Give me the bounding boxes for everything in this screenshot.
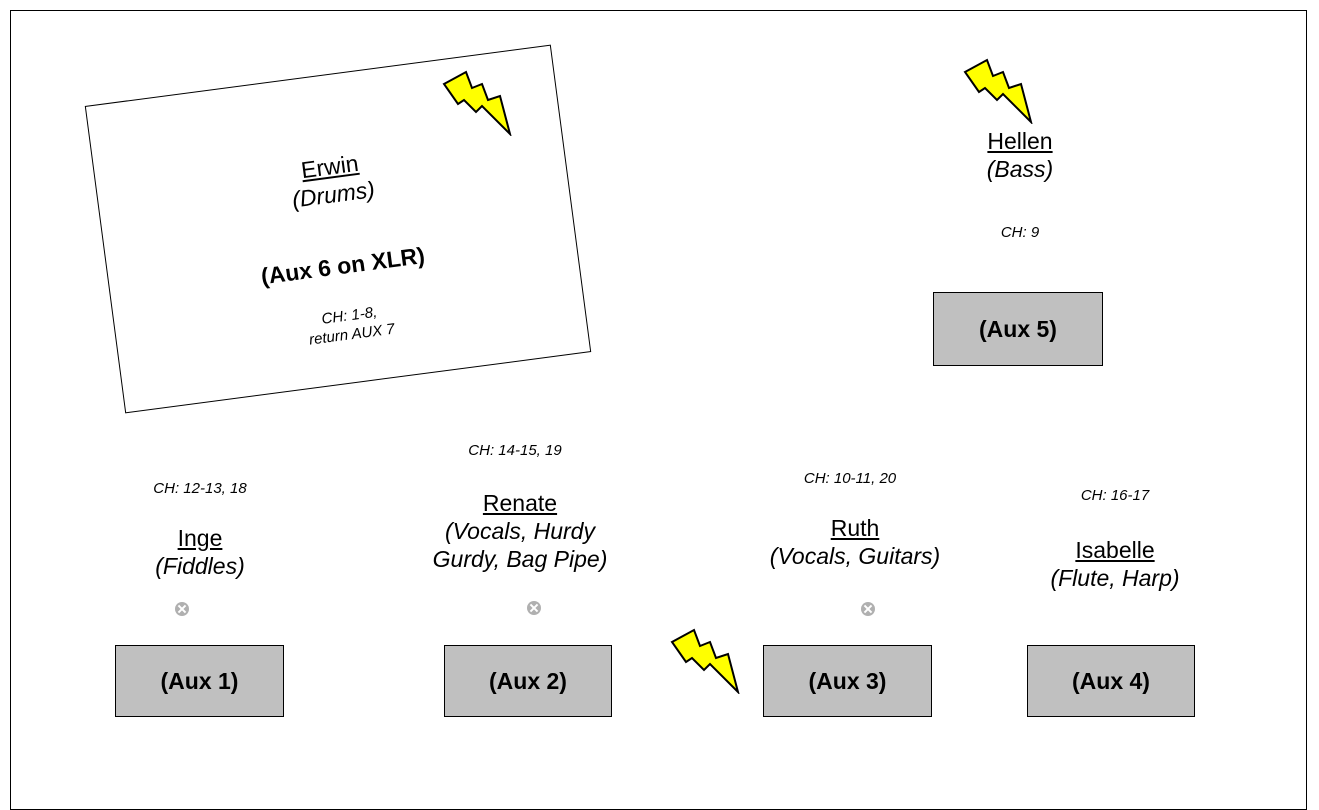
- monitor-aux-3: (Aux 3): [763, 645, 932, 717]
- renate-role-line1: (Vocals, Hurdy: [445, 518, 595, 544]
- isabelle-name: Isabelle: [1075, 537, 1155, 563]
- lightning-bolt-icon: [442, 70, 512, 136]
- ruth-channels: CH: 10-11, 20: [803, 470, 897, 487]
- inge-role: (Fiddles): [155, 553, 245, 579]
- inge-channels: CH: 12-13, 18: [153, 480, 247, 497]
- lightning-bolt-icon: [963, 58, 1033, 124]
- monitor-label: (Aux 5): [979, 315, 1057, 342]
- mic-stand-icon: [861, 602, 875, 616]
- monitor-aux-4: (Aux 4): [1027, 645, 1195, 717]
- bassist-channels: CH: 9: [1000, 224, 1040, 241]
- monitor-label: (Aux 1): [160, 667, 239, 694]
- isabelle-role: (Flute, Harp): [1050, 565, 1180, 591]
- renate-role-line2: Gurdy, Bag Pipe): [432, 546, 608, 572]
- mic-stand-icon: [175, 602, 189, 616]
- monitor-label: (Aux 3): [808, 667, 887, 694]
- mic-stand-icon: [527, 601, 541, 615]
- renate-channels: CH: 14-15, 19: [468, 442, 562, 459]
- lightning-bolt-icon: [670, 628, 740, 694]
- isabelle-channels: CH: 16-17: [1080, 487, 1150, 504]
- bassist-role: (Bass): [986, 156, 1054, 182]
- monitor-aux-5: (Aux 5): [933, 292, 1103, 366]
- monitor-label: (Aux 2): [489, 667, 567, 694]
- monitor-aux-1: (Aux 1): [115, 645, 284, 717]
- bassist-name: Hellen: [987, 128, 1053, 154]
- monitor-aux-2: (Aux 2): [444, 645, 612, 717]
- inge-name: Inge: [177, 525, 223, 551]
- monitor-label: (Aux 4): [1072, 667, 1150, 694]
- drum-riser: Erwin (Drums) (Aux 6 on XLR) CH: 1-8, re…: [84, 44, 592, 414]
- ruth-name: Ruth: [830, 515, 880, 541]
- renate-name: Renate: [482, 490, 558, 516]
- ruth-role: (Vocals, Guitars): [769, 543, 941, 569]
